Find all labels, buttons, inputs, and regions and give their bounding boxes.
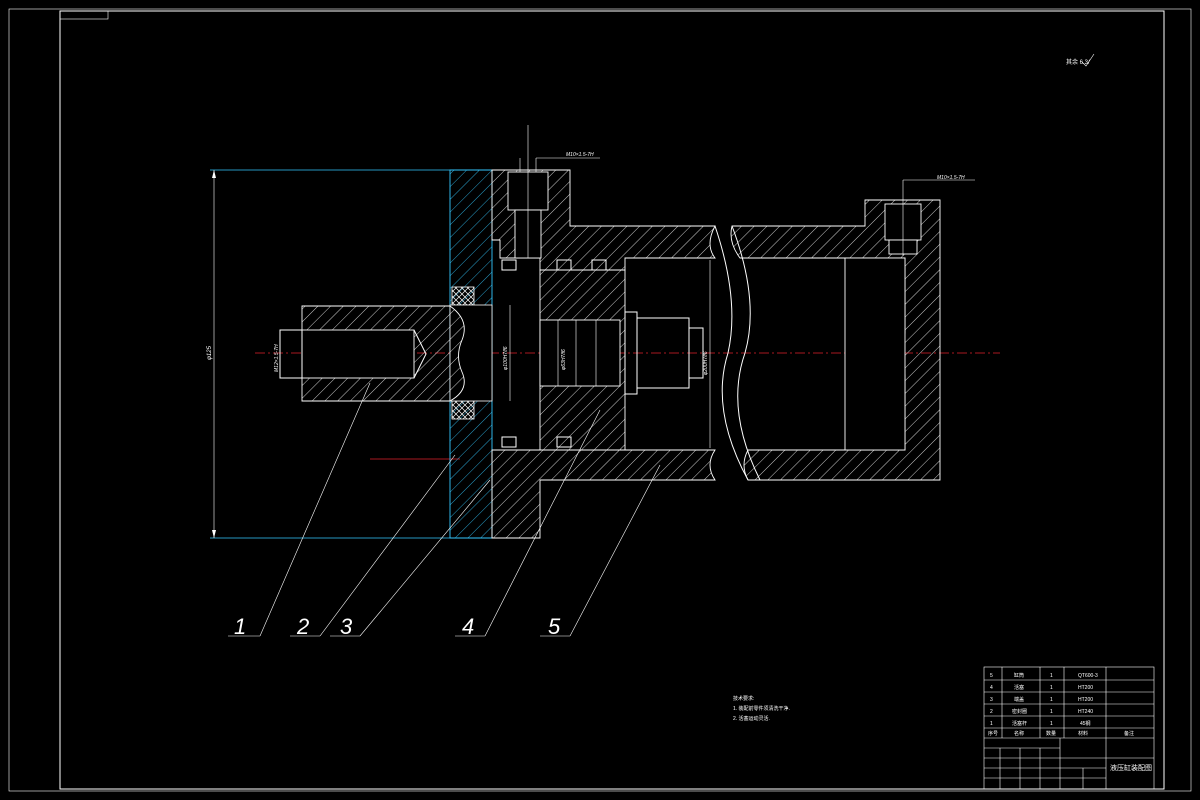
table-row: 2 xyxy=(990,709,993,715)
svg-text:材料: 材料 xyxy=(1078,730,1088,737)
parts-list-rows: 5 缸筒 1 QT600-3 4 活塞 1 HT200 3 端盖 1 HT200… xyxy=(988,672,1134,737)
table-row: 5 xyxy=(990,673,993,679)
svg-text:φ200H7/f6: φ200H7/f6 xyxy=(703,351,709,375)
piston: φ63H7/f6 φ100H7/f6 φ200H7/f6 xyxy=(503,260,711,451)
table-row: 4 xyxy=(990,685,993,691)
dim-overall-label: φ125 xyxy=(207,345,213,360)
drawing-frame xyxy=(8,8,1192,792)
svg-text:HT200: HT200 xyxy=(1078,685,1093,691)
part-label-4: 4 xyxy=(462,614,474,639)
table-row: 1 xyxy=(990,721,993,727)
svg-text:M10×1.5-7H: M10×1.5-7H xyxy=(566,152,594,158)
svg-text:1: 1 xyxy=(1050,709,1053,715)
leader-lines xyxy=(228,382,661,637)
svg-text:缸筒: 缸筒 xyxy=(1014,672,1024,679)
svg-text:数量: 数量 xyxy=(1046,730,1056,737)
svg-text:1: 1 xyxy=(1050,721,1053,727)
svg-text:2. 活塞运动灵活.: 2. 活塞运动灵活. xyxy=(733,715,770,722)
svg-text:45钢: 45钢 xyxy=(1080,720,1091,727)
svg-text:备注: 备注 xyxy=(1124,730,1134,737)
table-row: 3 xyxy=(990,697,993,703)
dimension-overall: φ125 xyxy=(207,169,450,539)
part-label-2: 2 xyxy=(296,614,309,639)
svg-text:名称: 名称 xyxy=(1014,730,1024,737)
svg-text:QT600-3: QT600-3 xyxy=(1078,673,1098,679)
svg-text:端盖: 端盖 xyxy=(1014,696,1024,703)
parts-list-table xyxy=(983,666,1155,790)
drawing-title: 液压缸装配图 xyxy=(1110,763,1152,772)
svg-text:活塞: 活塞 xyxy=(1014,684,1024,691)
svg-text:1. 装配前零件须清洗干净.: 1. 装配前零件须清洗干净. xyxy=(733,705,790,712)
svg-text:φ100H7/f6: φ100H7/f6 xyxy=(503,346,509,370)
svg-text:M12×1.5-7H: M12×1.5-7H xyxy=(274,344,280,372)
part-label-5: 5 xyxy=(548,614,561,639)
svg-text:M10×1.5-7H: M10×1.5-7H xyxy=(937,175,965,181)
svg-text:1: 1 xyxy=(1050,697,1053,703)
table-header: 序号 xyxy=(988,730,998,737)
part-label-1: 1 xyxy=(234,614,246,639)
svg-text:技术要求:: 技术要求: xyxy=(733,695,754,702)
cylinder-body: M10×1.5-7H M10×1.5-7H xyxy=(491,125,975,539)
roughness-note: 其余 6.3/ xyxy=(1066,53,1095,67)
svg-text:其余 6.3/: 其余 6.3/ xyxy=(1066,58,1090,66)
svg-text:φ63H7/f6: φ63H7/f6 xyxy=(561,349,567,370)
part-label-3: 3 xyxy=(340,614,353,639)
svg-text:活塞杆: 活塞杆 xyxy=(1012,720,1027,727)
svg-text:1: 1 xyxy=(1050,673,1053,679)
piston-rod: M12×1.5-7H xyxy=(274,305,465,402)
svg-text:1: 1 xyxy=(1050,685,1053,691)
svg-text:密封圈: 密封圈 xyxy=(1012,708,1027,715)
technical-notes: 技术要求: 1. 装配前零件须清洗干净. 2. 活塞运动灵活. xyxy=(733,695,790,722)
svg-text:HT240: HT240 xyxy=(1078,709,1093,715)
svg-text:HT200: HT200 xyxy=(1078,697,1093,703)
